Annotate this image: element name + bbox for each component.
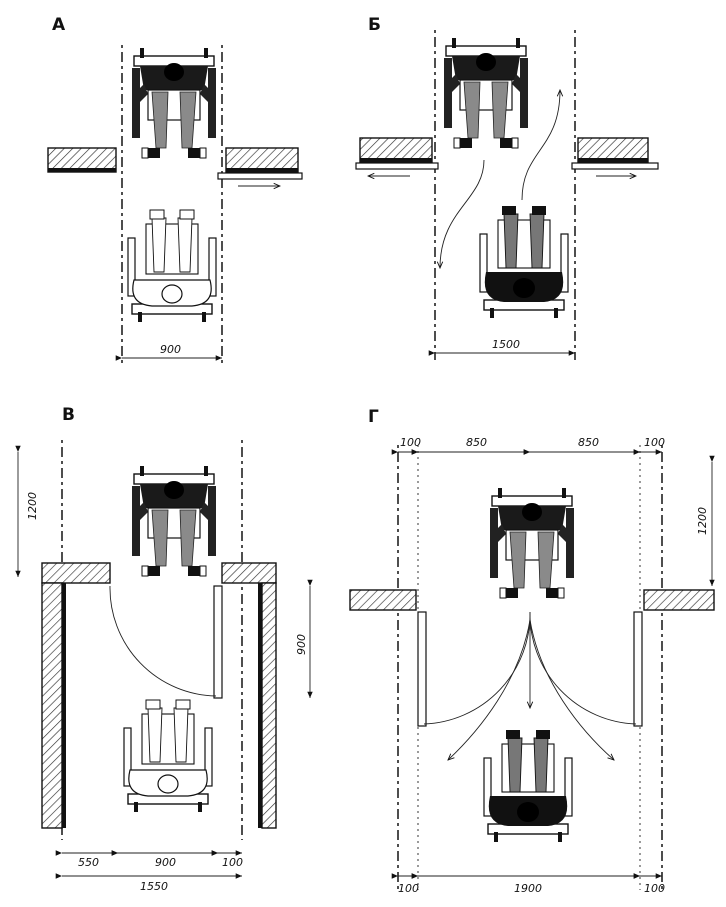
panel-g-bottom-mid-value: 1900 <box>514 882 542 895</box>
panel-g-bottom-right-value: 100 <box>644 882 665 895</box>
panel-v-wheelchair-user-bottom <box>123 699 213 813</box>
panel-g-right-wall <box>643 589 715 611</box>
panel-v-bottom-left-value: 550 <box>78 856 99 869</box>
panel-g: Г 100 850 850 100 1200 100 1900 100 <box>349 407 715 895</box>
panel-g-top-left-value: 100 <box>400 436 421 449</box>
panel-v-bottom-right-value: 100 <box>222 856 243 869</box>
panel-b-wheelchair-user-bottom <box>479 205 569 319</box>
panel-b-exit-path-arrow <box>440 159 485 268</box>
panel-g-top-mid-left-value: 850 <box>466 436 487 449</box>
panel-b-width-value: 1500 <box>492 338 520 351</box>
panel-b-entry-path-arrow <box>521 90 560 201</box>
panel-b: Б 1500 <box>355 15 659 360</box>
panel-g-left-swing-arc <box>423 611 531 725</box>
panel-v-swing-door <box>213 585 223 699</box>
panel-v-door-swing-arc <box>109 585 217 697</box>
panel-b-left-sliding-door <box>355 162 439 170</box>
panel-v-left-side-wall <box>41 582 63 829</box>
panel-v-wheelchair-user-top <box>131 465 217 577</box>
panel-g-top-mid-right-value: 850 <box>578 436 599 449</box>
panel-a: А 900 <box>47 15 303 365</box>
panel-a-label: А <box>52 15 66 35</box>
panel-v-bottom-mid-value: 900 <box>155 856 176 869</box>
panel-b-right-sliding-door <box>571 162 659 170</box>
panel-g-top-right-value: 100 <box>644 436 665 449</box>
panel-b-label: Б <box>368 15 381 35</box>
panel-b-wheelchair-user-top <box>443 37 529 149</box>
panel-v-right-wall <box>221 562 277 584</box>
panel-g-bottom-left-value: 100 <box>398 882 419 895</box>
panel-g-left-door-leaf <box>417 611 427 727</box>
panel-g-wheelchair-user-top <box>489 487 575 599</box>
panel-v-approach-value: 1200 <box>26 492 39 520</box>
panel-v: В 1200 900 550 900 100 1550 <box>15 405 313 893</box>
panel-v-bottom-total-value: 1550 <box>140 880 168 893</box>
panel-v-right-side-wall <box>261 582 277 829</box>
panel-v-label: В <box>62 405 75 425</box>
panel-g-left-arrow <box>448 619 531 760</box>
panel-a-wheelchair-user-top <box>131 47 217 159</box>
panel-a-wheelchair-user-bottom <box>127 209 217 323</box>
panel-g-label: Г <box>368 407 379 427</box>
panel-a-sliding-door <box>217 172 303 180</box>
panel-g-approach-value: 1200 <box>696 507 709 535</box>
panel-g-right-door-leaf <box>633 611 643 727</box>
panel-g-right-arrow <box>529 619 614 760</box>
panel-a-width-value: 900 <box>160 343 181 356</box>
panel-v-door-value: 900 <box>295 634 308 655</box>
panel-g-left-wall <box>349 589 417 611</box>
panel-g-right-swing-arc <box>529 611 637 725</box>
panel-g-wheelchair-user-bottom <box>483 729 573 843</box>
panel-v-left-wall <box>41 562 111 584</box>
